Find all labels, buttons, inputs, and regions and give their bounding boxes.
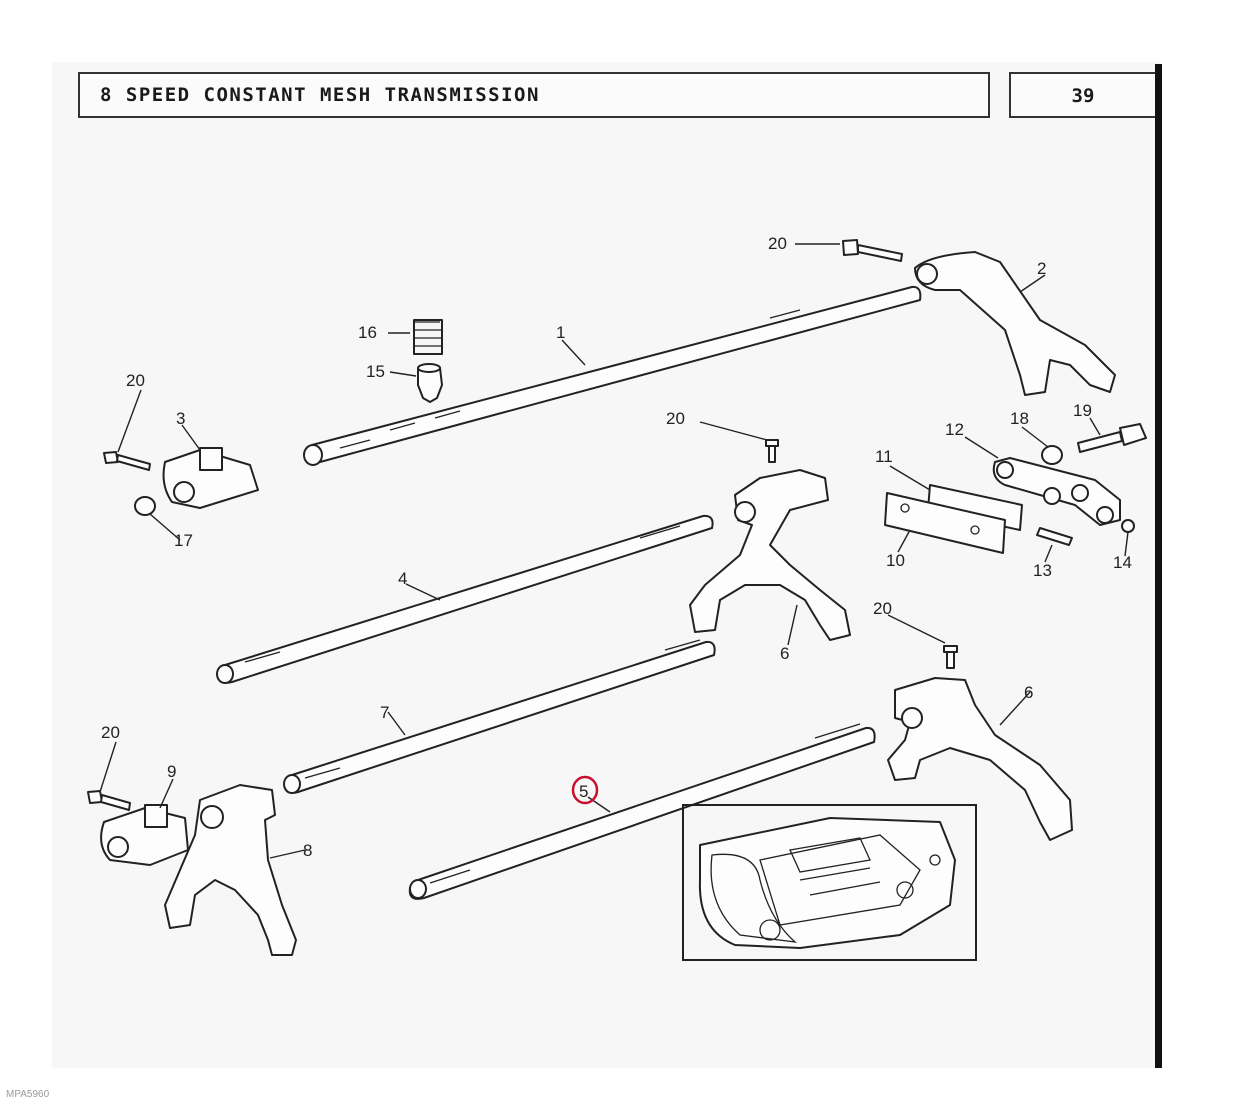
callout-19: 19 xyxy=(1073,401,1092,420)
block-part-3 xyxy=(162,447,259,509)
page-number-box: 39 xyxy=(1009,72,1155,118)
callout-17: 17 xyxy=(174,531,193,550)
fork-part-2 xyxy=(914,251,1116,396)
figure-code: MPA5960 xyxy=(6,1089,50,1100)
circlip-part-18 xyxy=(1041,445,1063,465)
callout-11: 11 xyxy=(875,447,893,466)
gearbox-housing-inset xyxy=(682,804,977,961)
pin-part-13 xyxy=(1036,527,1073,546)
callout-20-mid-upper: 20 xyxy=(666,409,685,428)
callout-3: 3 xyxy=(176,409,185,428)
rod-part-5 xyxy=(408,723,876,900)
callout-16: 16 xyxy=(358,323,377,342)
screw-20-left-upper xyxy=(103,451,151,471)
fork-part-6-lower xyxy=(887,677,1073,841)
callout-15: 15 xyxy=(366,362,385,381)
callout-14: 14 xyxy=(1113,553,1132,572)
callout-10: 10 xyxy=(886,551,905,570)
callout-20-left-upper: 20 xyxy=(126,371,145,390)
right-border-rule xyxy=(1155,64,1162,1068)
block-part-9 xyxy=(100,804,189,866)
bolt-part-19 xyxy=(1077,423,1147,453)
callout-9: 9 xyxy=(167,762,176,781)
callout-13: 13 xyxy=(1033,561,1052,580)
callout-leaders xyxy=(99,243,1129,859)
callout-12: 12 xyxy=(945,420,964,439)
callout-20-mid-lower: 20 xyxy=(873,599,892,618)
rod-part-1 xyxy=(303,285,922,466)
spring-part-16 xyxy=(413,319,443,355)
callout-7: 7 xyxy=(380,703,389,722)
callout-6-lower: 6 xyxy=(1024,683,1033,702)
rod-part-4 xyxy=(216,514,714,684)
callout-4: 4 xyxy=(398,569,407,588)
callout-20-top: 20 xyxy=(768,234,787,253)
link-part-12 xyxy=(992,457,1121,526)
screw-20-top xyxy=(842,239,903,262)
screw-20-left-lower xyxy=(87,790,131,811)
callout-2: 2 xyxy=(1037,259,1046,278)
page-title: 8 SPEED CONSTANT MESH TRANSMISSION xyxy=(100,84,540,106)
page-number: 39 xyxy=(1071,85,1095,107)
plate-part-10 xyxy=(884,492,1006,554)
fork-part-8 xyxy=(164,784,297,956)
callout-20-left-lower: 20 xyxy=(101,723,120,742)
callout-18: 18 xyxy=(1010,409,1029,428)
callout-1: 1 xyxy=(556,323,565,342)
screw-20-mid-lower xyxy=(943,645,958,669)
rod-part-7 xyxy=(283,639,716,794)
ring-part-17 xyxy=(134,496,156,516)
callout-5: 5 xyxy=(579,782,588,801)
fork-part-6-upper xyxy=(689,469,851,641)
washer-part-14 xyxy=(1121,519,1135,533)
plunger-part-15 xyxy=(417,363,443,403)
callout-6-upper: 6 xyxy=(780,644,789,663)
highlighted-callout-5[interactable]: 5 xyxy=(571,775,599,805)
screw-20-mid-upper xyxy=(765,439,779,463)
title-box: 8 SPEED CONSTANT MESH TRANSMISSION xyxy=(78,72,990,118)
callout-8: 8 xyxy=(303,841,312,860)
